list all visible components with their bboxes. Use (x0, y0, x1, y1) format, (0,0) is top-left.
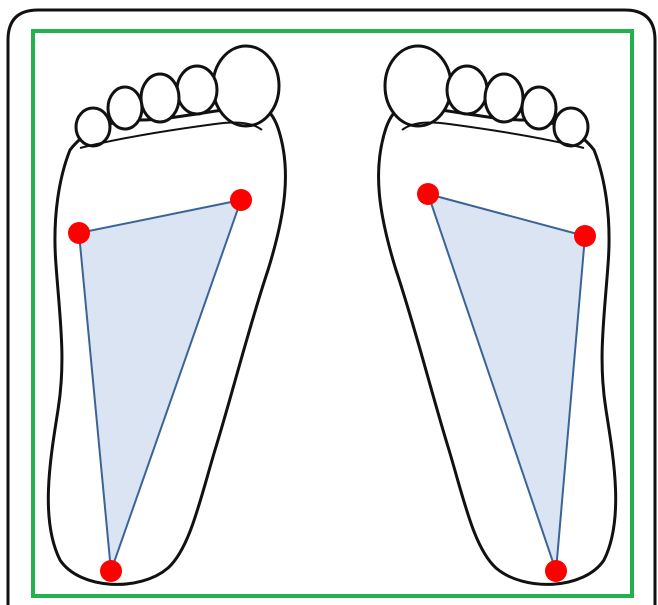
right-foot-point-outer (417, 183, 439, 205)
left-foot-toe-5 (76, 108, 110, 146)
left-foot-toe-1 (213, 46, 279, 126)
left-foot-toe-3 (141, 74, 179, 122)
left-foot-toe-4 (108, 87, 142, 129)
left-foot-point-inner (68, 222, 90, 244)
right-foot-point-inner (574, 225, 596, 247)
left-foot-point-heel (100, 560, 122, 582)
right-foot-toe-3 (485, 74, 523, 122)
right-foot-toe-4 (522, 87, 556, 129)
left-foot-toe-2 (177, 66, 217, 114)
right-foot (379, 46, 616, 584)
right-foot-toe-1 (385, 46, 451, 126)
right-foot-toe-5 (554, 108, 588, 146)
left-foot (48, 46, 285, 584)
left-foot-point-outer (230, 189, 252, 211)
right-foot-point-heel (545, 560, 567, 582)
right-foot-toe-2 (447, 66, 487, 114)
